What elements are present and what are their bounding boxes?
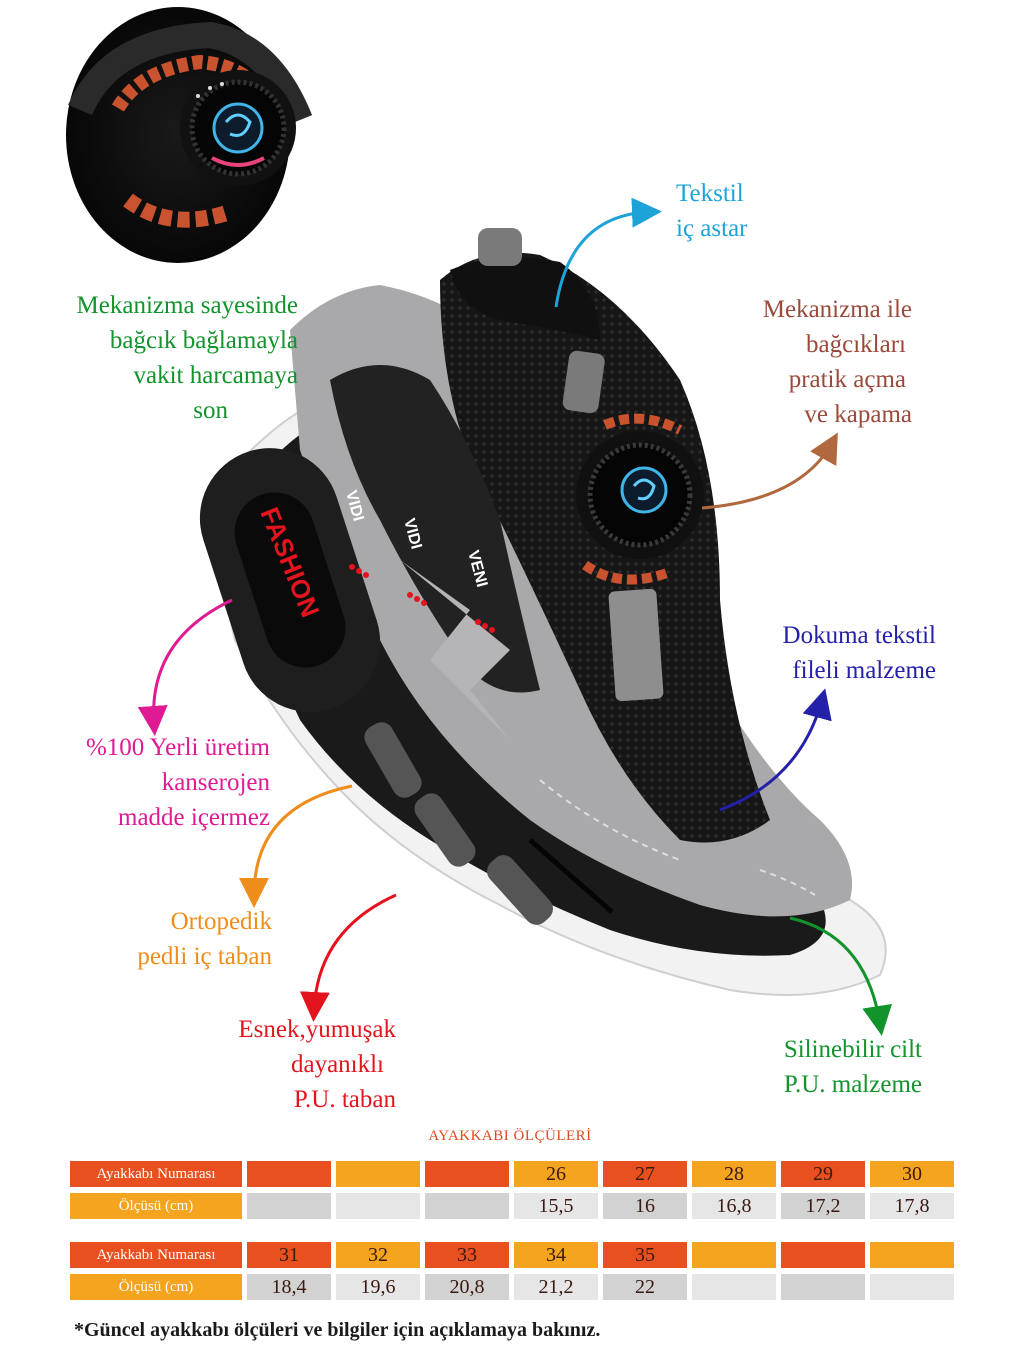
measure-cell: 19,6: [336, 1274, 420, 1300]
product-artwork: FASHION VIDI VIDI VENI: [66, 7, 893, 1036]
callout-line: fileli malzeme: [792, 657, 936, 684]
measure-cell: [692, 1274, 776, 1300]
size-cell: [692, 1242, 776, 1268]
callout-local: %100 Yerli üretim kanserojen madde içerm…: [40, 730, 270, 835]
size-cell: 31: [247, 1242, 331, 1268]
callout-line: Dokuma tekstil: [782, 622, 936, 649]
dial-closeup-inset: [66, 7, 313, 263]
measure-cell: 16: [603, 1193, 687, 1219]
callout-line: pedli iç taban: [137, 943, 272, 970]
measure-cell: [425, 1193, 509, 1219]
callout-line: son: [193, 397, 228, 424]
arrow-lining: [554, 197, 662, 308]
arrow-sole: [299, 893, 397, 1022]
size-cell: 28: [692, 1161, 776, 1187]
size-cell: [870, 1242, 954, 1268]
footnote: *Güncel ayakkabı ölçüleri ve bilgiler iç…: [74, 1319, 601, 1341]
size-row-label: Ayakkabı Numarası: [70, 1242, 242, 1268]
measure-cell: 17,8: [870, 1193, 954, 1219]
arrow-leather: [789, 916, 893, 1036]
callout-mesh: Dokuma tekstil fileli malzeme: [700, 618, 936, 688]
measure-cell: [781, 1274, 865, 1300]
callout-line: vakit harcamaya: [133, 362, 299, 389]
size-cell: [336, 1161, 420, 1187]
arrow-insole: [239, 784, 353, 908]
callout-line: Silinebilir cilt: [783, 1036, 922, 1063]
size-table-title: AYAKKABI ÖLÇÜLERİ: [428, 1128, 592, 1144]
size-cell: 34: [514, 1242, 598, 1268]
size-cell: 29: [781, 1161, 865, 1187]
callout-line: %100 Yerli üretim: [85, 734, 270, 761]
measure-cell: [870, 1274, 954, 1300]
measure-cell: 22: [603, 1274, 687, 1300]
size-cell: [425, 1161, 509, 1187]
measure-cell: 17,2: [781, 1193, 865, 1219]
callout-sole: Esnek,yumuşak dayanıklı P.U. taban: [190, 1012, 396, 1117]
callout-insole: Ortopedik pedli iç taban: [90, 904, 272, 974]
size-row-1: Ayakkabı Numarası 26 27 28 29 30: [70, 1161, 954, 1187]
measure-row-label: Ölçüsü (cm): [70, 1193, 242, 1219]
callout-line: Ortopedik: [170, 908, 272, 935]
size-cell: 35: [603, 1242, 687, 1268]
arrow-mechanism: [701, 432, 838, 510]
size-cell: 27: [603, 1161, 687, 1187]
measure-cell: [336, 1193, 420, 1219]
size-cell: 26: [514, 1161, 598, 1187]
callout-line: dayanıklı: [290, 1051, 384, 1078]
arrow-mesh: [719, 688, 832, 812]
callout-line: madde içermez: [118, 804, 270, 831]
callout-line: Mekanizma ile: [762, 296, 912, 323]
callout-lining: Tekstil iç astar: [676, 176, 796, 246]
arrow-local: [137, 598, 233, 736]
size-cell: [781, 1242, 865, 1268]
callout-line: iç astar: [676, 215, 748, 242]
callout-line: Tekstil: [676, 180, 744, 207]
measure-row-label: Ölçüsü (cm): [70, 1274, 242, 1300]
callout-line: Mekanizma sayesinde: [76, 292, 298, 319]
measure-cell: 21,2: [514, 1274, 598, 1300]
callout-line: P.U. taban: [293, 1086, 396, 1113]
callout-line: bağcıkları: [806, 331, 906, 358]
size-cell: [247, 1161, 331, 1187]
measure-row-1: Ölçüsü (cm) 15,5 16 16,8 17,2 17,8: [70, 1193, 954, 1219]
callout-line: kanserojen: [161, 769, 270, 796]
measure-cell: 18,4: [247, 1274, 331, 1300]
size-cell: 30: [870, 1161, 954, 1187]
callout-line: ve kapama: [804, 401, 912, 428]
callout-line: P.U. malzeme: [783, 1071, 922, 1098]
measure-row-2: Ölçüsü (cm) 18,4 19,6 20,8 21,2 22: [70, 1274, 954, 1300]
measure-cell: 16,8: [692, 1193, 776, 1219]
callout-line: Esnek,yumuşak: [238, 1016, 396, 1043]
measure-cell: 15,5: [514, 1193, 598, 1219]
size-row-2: Ayakkabı Numarası 31 32 33 34 35: [70, 1242, 954, 1268]
callout-mechanism-right: Mekanizma ile bağcıkları pratik açma ve …: [700, 292, 912, 432]
measure-cell: 20,8: [425, 1274, 509, 1300]
callout-line: pratik açma: [788, 366, 906, 393]
size-cell: 32: [336, 1242, 420, 1268]
size-cell: 33: [425, 1242, 509, 1268]
callout-leather: Silinebilir cilt P.U. malzeme: [740, 1032, 922, 1102]
size-row-label: Ayakkabı Numarası: [70, 1161, 242, 1187]
shoe-illustration: [199, 228, 887, 996]
callout-mechanism-left: Mekanizma sayesinde bağcık bağlamayla va…: [40, 288, 298, 428]
callout-line: bağcık bağlamayla: [109, 327, 298, 354]
measure-cell: [247, 1193, 331, 1219]
